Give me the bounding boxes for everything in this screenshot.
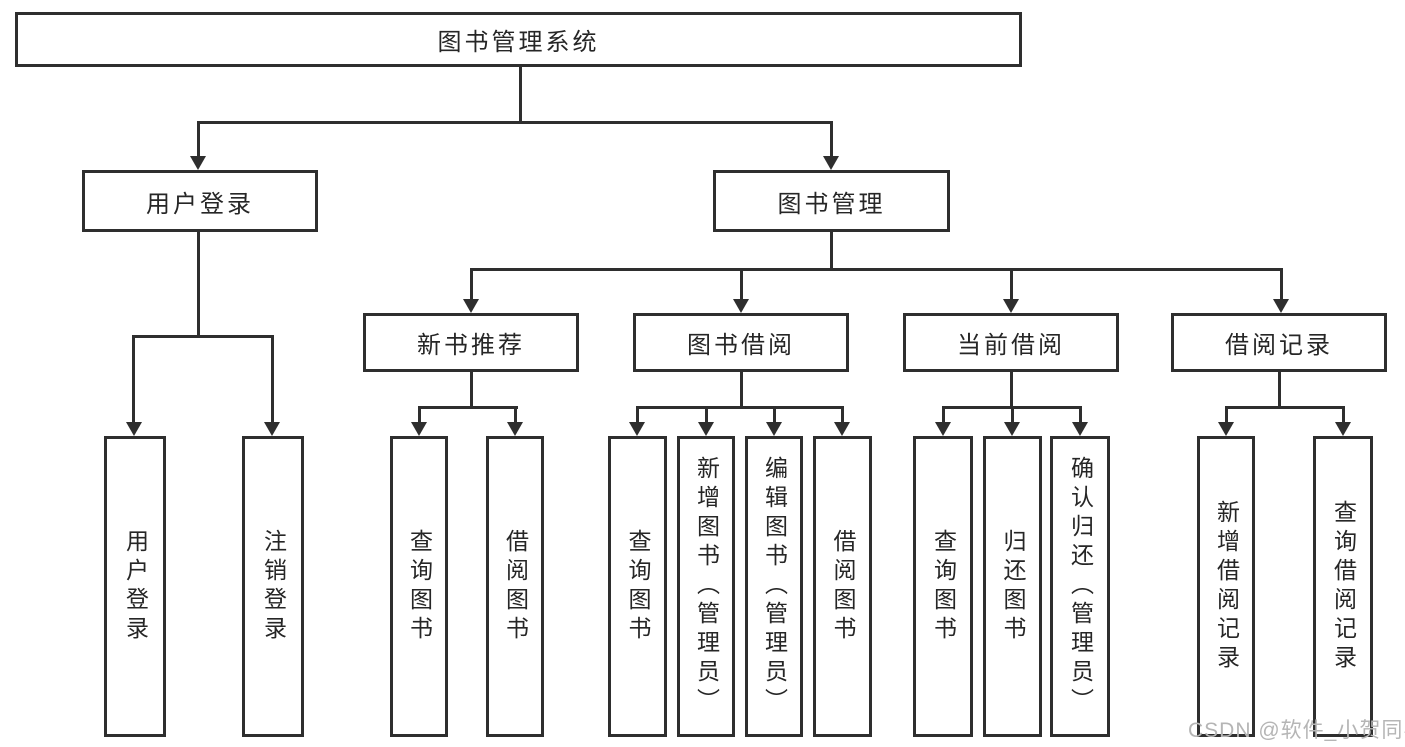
csdn-watermark: CSDN @软件_小贺同学 (1188, 719, 1405, 742)
node-root: 图书管理系统 (15, 12, 1022, 67)
leaf-add-book-admin-label: 新增图书（管理员） (693, 456, 720, 717)
arrow-down-icon (1218, 422, 1234, 436)
node-book-borrow-label: 图书借阅 (687, 332, 795, 359)
line (1280, 268, 1283, 301)
line (636, 406, 639, 424)
line (830, 232, 833, 271)
arrow-down-icon (411, 422, 427, 436)
leaf-confirm-return-admin: 确认归还（管理员） (1050, 436, 1110, 737)
node-user-login-label: 用户登录 (146, 190, 254, 218)
line (132, 335, 135, 423)
arrow-down-icon (264, 422, 280, 436)
line (740, 268, 743, 301)
arrow-down-icon (1335, 422, 1351, 436)
node-user-login: 用户登录 (82, 170, 318, 232)
line (942, 406, 945, 424)
line (519, 67, 522, 121)
arrow-down-icon (1072, 422, 1088, 436)
line (636, 406, 844, 409)
arrow-down-icon (698, 422, 714, 436)
leaf-add-book-admin: 新增图书（管理员） (677, 436, 735, 737)
line (197, 121, 833, 124)
arrow-down-icon (1004, 422, 1020, 436)
leaf-query-borrow-record-label: 查询借阅记录 (1330, 499, 1357, 674)
arrow-down-icon (1003, 299, 1019, 313)
line (132, 335, 274, 338)
leaf-confirm-return-admin-label: 确认归还（管理员） (1067, 456, 1094, 717)
line (1225, 406, 1345, 409)
node-current-borrow: 当前借阅 (903, 313, 1119, 372)
line (1342, 406, 1345, 424)
leaf-borrow-book-borrow-label: 借阅图书 (830, 528, 856, 645)
line (773, 406, 776, 424)
leaf-borrow-book-newbook-label: 借阅图书 (502, 528, 529, 645)
leaf-borrow-book-newbook: 借阅图书 (486, 436, 544, 737)
arrow-down-icon (935, 422, 951, 436)
line (740, 372, 743, 409)
line (470, 372, 473, 409)
leaf-edit-book-admin: 编辑图书（管理员） (745, 436, 803, 737)
line (1278, 372, 1281, 409)
arrow-down-icon (629, 422, 645, 436)
line (197, 232, 200, 338)
leaf-query-book-current: 查询图书 (913, 436, 973, 737)
node-root-label: 图书管理系统 (437, 29, 600, 56)
leaf-user-login-label: 用户登录 (122, 528, 149, 645)
node-book-borrow: 图书借阅 (633, 313, 849, 372)
arrow-down-icon (126, 422, 142, 436)
arrow-down-icon (823, 156, 839, 170)
leaf-add-borrow-record: 新增借阅记录 (1197, 436, 1255, 737)
arrow-down-icon (190, 156, 206, 170)
leaf-query-book-current-label: 查询图书 (930, 528, 957, 645)
line (1010, 268, 1013, 301)
leaf-edit-book-admin-label: 编辑图书（管理员） (761, 456, 788, 717)
line (271, 335, 274, 423)
line (1010, 372, 1013, 409)
leaf-add-borrow-record-label: 新增借阅记录 (1213, 499, 1240, 674)
line (705, 406, 708, 424)
line (841, 406, 844, 424)
line (1225, 406, 1228, 424)
line (418, 406, 421, 424)
line (830, 121, 833, 157)
leaf-borrow-book-borrow: 借阅图书 (813, 436, 872, 737)
node-borrow-record-label: 借阅记录 (1225, 332, 1333, 359)
node-borrow-record: 借阅记录 (1171, 313, 1387, 372)
arrow-down-icon (463, 299, 479, 313)
arrow-down-icon (733, 299, 749, 313)
arrow-down-icon (1273, 299, 1289, 313)
leaf-query-book-newbook: 查询图书 (390, 436, 448, 737)
leaf-return-book: 归还图书 (983, 436, 1042, 737)
leaf-return-book-label: 归还图书 (1000, 528, 1026, 645)
line (1011, 406, 1014, 424)
leaf-logout-login: 注销登录 (242, 436, 304, 737)
line (418, 406, 518, 409)
leaf-query-book-newbook-label: 查询图书 (406, 528, 433, 645)
leaf-query-book-borrow-label: 查询图书 (625, 528, 651, 645)
leaf-logout-login-label: 注销登录 (260, 528, 287, 645)
line (514, 406, 517, 424)
node-book-mgmt: 图书管理 (713, 170, 950, 232)
node-new-book-label: 新书推荐 (417, 332, 525, 359)
arrow-down-icon (834, 422, 850, 436)
node-book-mgmt-label: 图书管理 (777, 190, 886, 218)
arrow-down-icon (766, 422, 782, 436)
leaf-user-login: 用户登录 (104, 436, 166, 737)
leaf-query-borrow-record: 查询借阅记录 (1313, 436, 1373, 737)
leaf-query-book-borrow: 查询图书 (608, 436, 667, 737)
node-current-borrow-label: 当前借阅 (957, 332, 1065, 359)
line (1079, 406, 1082, 424)
line (197, 121, 200, 157)
arrow-down-icon (507, 422, 523, 436)
line (470, 268, 473, 301)
line (470, 268, 1283, 271)
node-new-book: 新书推荐 (363, 313, 579, 372)
